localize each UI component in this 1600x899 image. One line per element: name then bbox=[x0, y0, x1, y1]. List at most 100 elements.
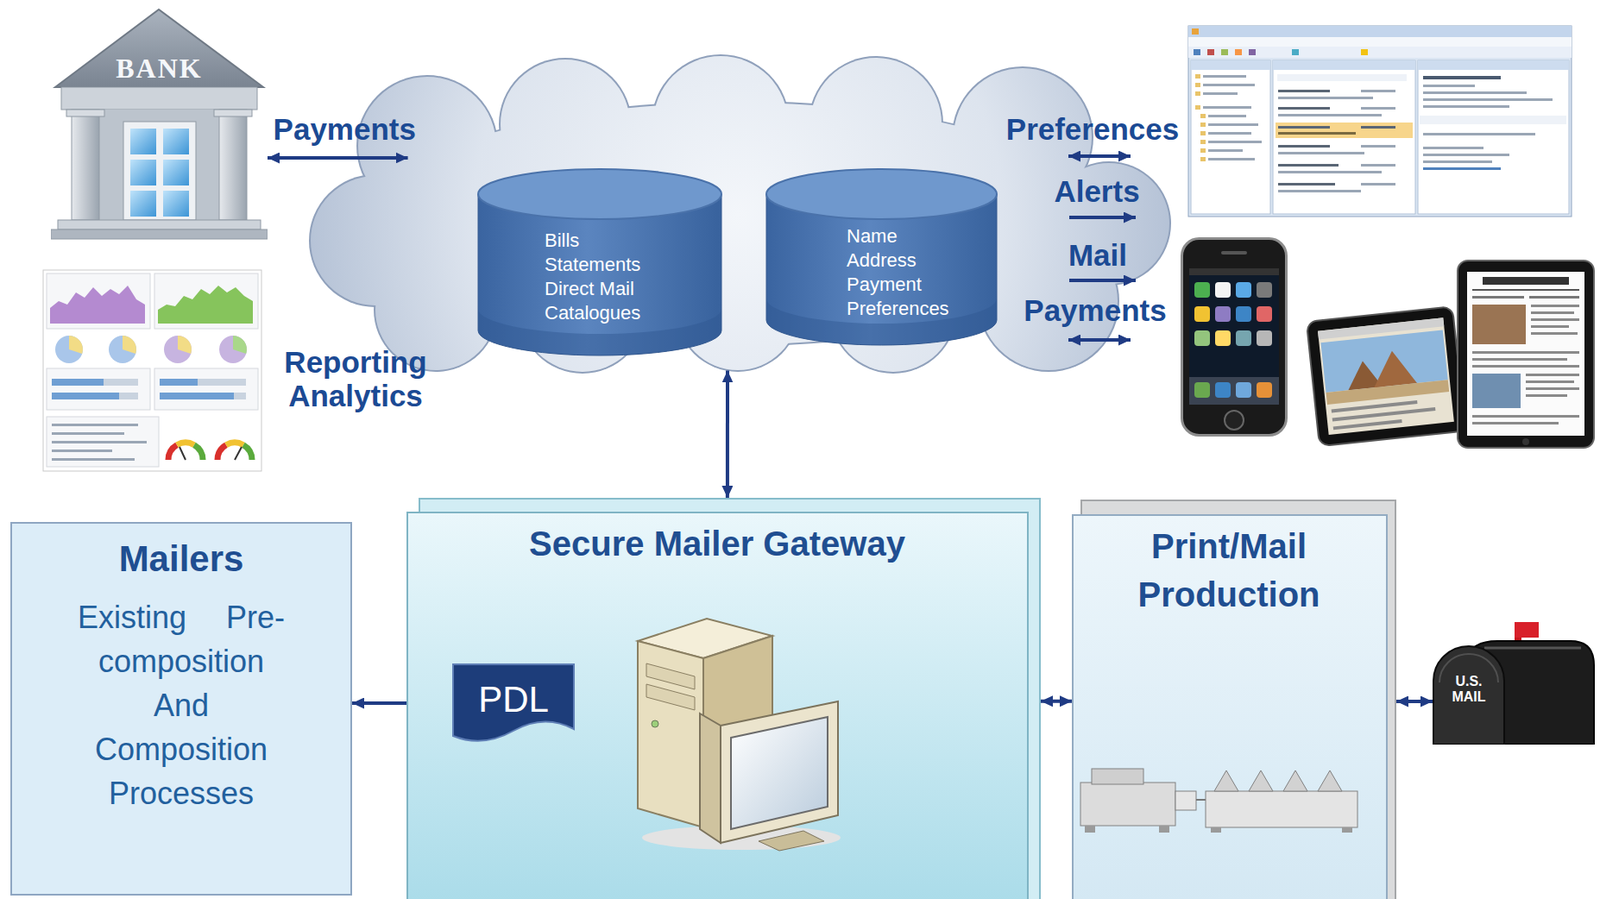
email-client-screenshot bbox=[1200, 157, 1206, 162]
mailbox-icon bbox=[1433, 622, 1594, 745]
smartphone bbox=[1189, 268, 1279, 276]
smartphone bbox=[1194, 330, 1210, 347]
email-client-screenshot bbox=[1272, 60, 1416, 215]
email-client-screenshot bbox=[1423, 146, 1484, 150]
email-client-screenshot bbox=[1272, 60, 1416, 70]
email-client-screenshot bbox=[1191, 28, 1199, 35]
email-client-screenshot bbox=[1208, 132, 1252, 135]
box-text: Bills Statements Direct Mail Catalogues bbox=[544, 228, 643, 326]
email-client-screenshot bbox=[1278, 151, 1365, 155]
smartphone bbox=[1256, 306, 1273, 322]
email-client-screenshot bbox=[1208, 149, 1243, 152]
email-client-screenshot bbox=[1278, 107, 1330, 110]
email-client-screenshot bbox=[1190, 60, 1271, 215]
smartphone bbox=[1215, 282, 1231, 298]
box-text: Existing Pre-composition And Composition… bbox=[68, 595, 296, 816]
smartphone bbox=[1235, 282, 1252, 298]
dashboard-screenshot bbox=[219, 335, 247, 364]
box-title: Mailers bbox=[118, 537, 246, 581]
cylinder-top bbox=[478, 169, 722, 220]
channel-arrows bbox=[1069, 215, 1136, 220]
email-client-screenshot bbox=[1190, 60, 1271, 70]
email-client-screenshot bbox=[1207, 49, 1215, 56]
connector-arrow bbox=[1396, 699, 1433, 704]
document-shape: PDL bbox=[452, 663, 575, 744]
dashboard-screenshot bbox=[51, 458, 135, 461]
tablet-newspaper bbox=[1530, 311, 1575, 315]
dashboard-screenshot bbox=[154, 273, 259, 329]
dashboard-screenshot bbox=[50, 285, 145, 324]
dashboard-screenshot bbox=[43, 270, 262, 472]
printing-machines bbox=[1080, 768, 1358, 833]
channel-arrows bbox=[1068, 154, 1131, 158]
dashboard-screenshot bbox=[55, 335, 83, 364]
tablet-photo bbox=[1333, 419, 1403, 430]
dashboard-screenshot bbox=[234, 447, 242, 460]
smartphone bbox=[1256, 382, 1273, 398]
cloud-outline bbox=[308, 54, 1172, 374]
smartphone bbox=[1256, 330, 1273, 347]
tablet-newspaper bbox=[1530, 332, 1578, 335]
tablet-newspaper bbox=[1472, 358, 1568, 361]
email-client-screenshot bbox=[1221, 49, 1229, 56]
dashboard-screenshot bbox=[159, 378, 246, 386]
process-box bbox=[11, 522, 352, 895]
dashboard-screenshot bbox=[69, 335, 83, 354]
email-client-screenshot bbox=[1203, 75, 1247, 78]
cloud-fill bbox=[1048, 163, 1170, 284]
gateway-box: Secure Mailer GatewayPDL bbox=[406, 497, 1041, 899]
dashboard-screenshot bbox=[157, 285, 253, 324]
dashboard-screenshot bbox=[179, 447, 186, 460]
email-client-screenshot bbox=[1423, 132, 1536, 136]
smartphone bbox=[1189, 377, 1279, 405]
email-client-screenshot bbox=[1423, 98, 1553, 101]
smartphone bbox=[1194, 306, 1210, 322]
email-client-screenshot bbox=[1360, 49, 1368, 56]
smartphone bbox=[1182, 239, 1287, 436]
email-client-screenshot bbox=[1188, 46, 1572, 58]
tablet-photo bbox=[1306, 306, 1466, 447]
box-text: Secure Mailer Gateway bbox=[528, 522, 907, 565]
email-client-screenshot bbox=[1200, 148, 1206, 153]
email-client-screenshot bbox=[1277, 74, 1407, 82]
dashboard-screenshot bbox=[159, 378, 198, 386]
tablet-newspaper bbox=[1457, 260, 1594, 448]
tablet-photo bbox=[1370, 348, 1418, 388]
dashboard-screenshot bbox=[233, 335, 247, 354]
email-client-screenshot bbox=[1423, 153, 1510, 157]
dashboard-screenshot bbox=[43, 270, 262, 472]
email-client-screenshot bbox=[1360, 144, 1396, 148]
tablet-newspaper bbox=[1472, 365, 1580, 368]
cylinder-top bbox=[766, 169, 997, 220]
dashboard-screenshot bbox=[159, 392, 234, 400]
tablet-newspaper bbox=[1472, 296, 1525, 299]
channel-arrows bbox=[1068, 338, 1131, 342]
dashboard-screenshot bbox=[51, 378, 139, 386]
process-box: MailersExisting Pre-composition And Comp… bbox=[10, 522, 353, 896]
email-client-screenshot bbox=[1360, 163, 1396, 167]
email-client-screenshot bbox=[1417, 60, 1569, 70]
email-client-screenshot bbox=[1188, 25, 1572, 217]
smartphone bbox=[1194, 382, 1210, 398]
dashboard-screenshot bbox=[217, 445, 227, 460]
dashboard-screenshot bbox=[163, 335, 192, 364]
database-cylinder: Bills Statements Direct Mail Catalogues bbox=[477, 168, 723, 358]
dashboard-screenshot bbox=[51, 440, 147, 444]
email-client-screenshot bbox=[1419, 115, 1567, 125]
email-client-screenshot bbox=[1208, 157, 1255, 161]
email-client-screenshot bbox=[1200, 113, 1206, 119]
email-client-screenshot bbox=[1195, 105, 1201, 110]
email-client-screenshot bbox=[1278, 113, 1382, 117]
connector-arrow bbox=[1040, 699, 1072, 704]
connector-arrow bbox=[267, 156, 409, 160]
box-text: Name Address Payment Preferences bbox=[846, 224, 952, 322]
dashboard-screenshot bbox=[51, 392, 139, 400]
cloud-fill bbox=[653, 56, 788, 191]
dashboard-screenshot bbox=[194, 445, 203, 460]
bank-icon-shape bbox=[50, 7, 268, 240]
smartphone bbox=[1224, 410, 1244, 430]
smartphone bbox=[1235, 306, 1252, 322]
annotation-label: Reporting Analytics bbox=[283, 345, 429, 413]
email-client-screenshot bbox=[1195, 82, 1201, 88]
